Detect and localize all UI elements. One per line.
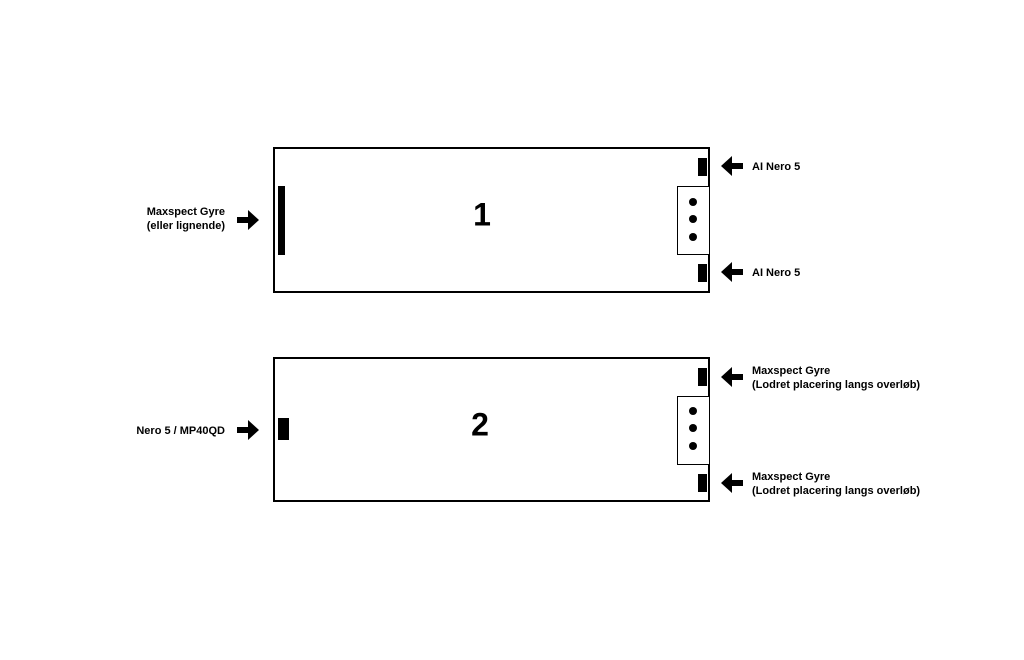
arrow-left-icon (721, 367, 743, 387)
left-label: Maxspect Gyre (eller lignende) (147, 205, 225, 233)
tank-number: 1 (473, 196, 491, 233)
pump-block-top (698, 368, 707, 386)
label-line: Maxspect Gyre (146, 206, 225, 218)
overflow-dot (689, 215, 697, 223)
overflow-dot (689, 442, 697, 450)
right-bottom-label: Maxspect Gyre (Lodret placering langs ov… (752, 470, 920, 498)
label-line: (Lodret placering langs overløb) (752, 485, 921, 497)
pump-block-bottom (698, 264, 707, 282)
overflow-dot (689, 233, 697, 241)
arrow-left-icon (721, 473, 743, 493)
label-line: Maxspect Gyre (752, 365, 831, 377)
pump-block-top (698, 158, 707, 176)
overflow-dot (689, 198, 697, 206)
pump-block-bottom (698, 474, 707, 492)
overflow-dot (689, 424, 697, 432)
arrow-right-icon (237, 210, 259, 230)
tank-outline (273, 147, 710, 293)
right-bottom-label: AI Nero 5 (752, 267, 801, 279)
overflow-dot (689, 407, 697, 415)
tank-number: 2 (471, 406, 489, 443)
label-line: (eller lignende) (146, 220, 225, 232)
arrow-left-icon (721, 262, 743, 282)
label-line: (Lodret placering langs overløb) (752, 379, 921, 391)
arrow-left-icon (721, 156, 743, 176)
arrow-right-icon (237, 420, 259, 440)
right-top-label: Maxspect Gyre (Lodret placering langs ov… (752, 364, 920, 392)
pump-block-left (278, 418, 289, 440)
tank-outline (273, 357, 710, 502)
left-label: Nero 5 / MP40QD (136, 425, 225, 437)
label-line: Maxspect Gyre (752, 471, 831, 483)
gyre-pump-bar (278, 186, 285, 255)
right-top-label: AI Nero 5 (752, 161, 801, 173)
